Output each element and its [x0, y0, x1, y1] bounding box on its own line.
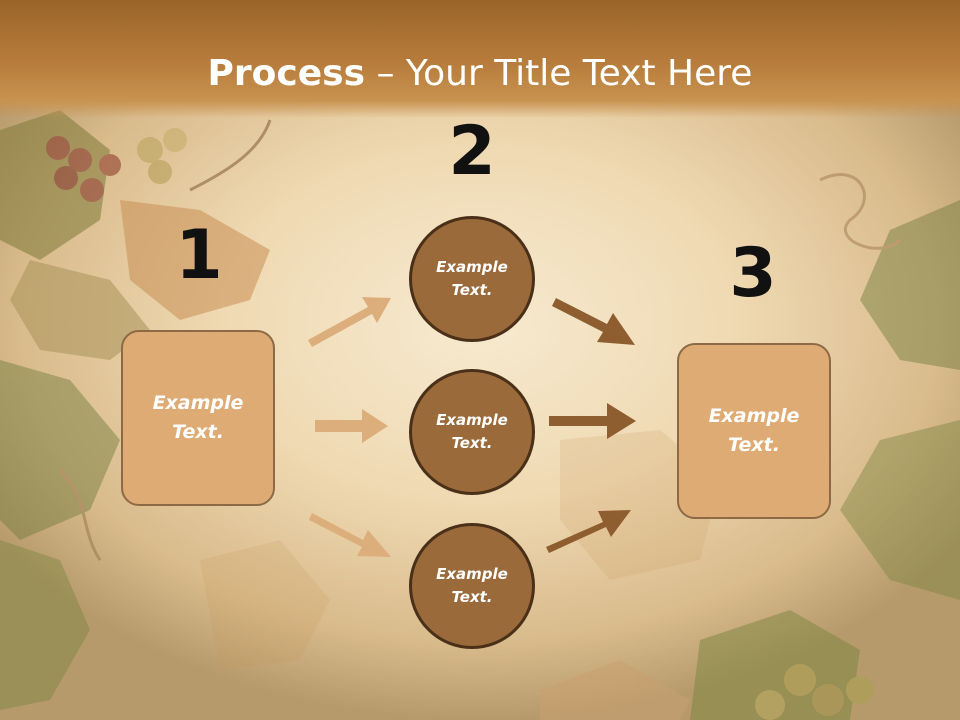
arrow-up-right-left — [308, 297, 391, 347]
leaf-decoration — [860, 200, 960, 370]
arrow-right-right — [549, 403, 636, 439]
leaf-decoration — [840, 420, 960, 600]
leaf-decoration — [0, 360, 120, 540]
leaf-decoration — [120, 200, 270, 320]
step-number-1: 1 — [175, 216, 223, 295]
leaf-decoration — [200, 540, 330, 670]
arrow-group-left — [308, 297, 391, 557]
slide-title: Process – Your Title Text Here — [0, 52, 960, 96]
title-rest: – Your Title Text Here — [365, 53, 753, 94]
left-box: Example Text. — [121, 330, 275, 506]
arrow-up-right-right — [546, 510, 631, 553]
circle-middle-text: Example Text. — [436, 411, 508, 452]
arrow-group-right — [546, 298, 636, 553]
circle-bottom-text: Example Text. — [436, 565, 508, 606]
right-box: Example Text. — [677, 343, 831, 519]
right-box-text: Example Text. — [708, 405, 800, 456]
title-bar — [0, 0, 960, 118]
step-number-3: 3 — [729, 234, 777, 313]
leaf-decoration — [0, 540, 90, 710]
circle-top: Example Text. — [409, 216, 535, 342]
arrow-down-right-left — [309, 513, 391, 557]
title-bold: Process — [207, 53, 366, 94]
leaf-decoration — [0, 110, 110, 260]
leaf-decoration — [540, 660, 690, 720]
left-box-text: Example Text. — [152, 392, 244, 443]
arrow-right-left — [315, 409, 388, 443]
leaf-decoration — [10, 260, 150, 360]
circle-middle: Example Text. — [409, 369, 535, 495]
step-number-2: 2 — [448, 112, 496, 191]
arrow-down-right-right — [552, 298, 635, 345]
circle-top-text: Example Text. — [436, 258, 508, 299]
circle-bottom: Example Text. — [409, 523, 535, 649]
